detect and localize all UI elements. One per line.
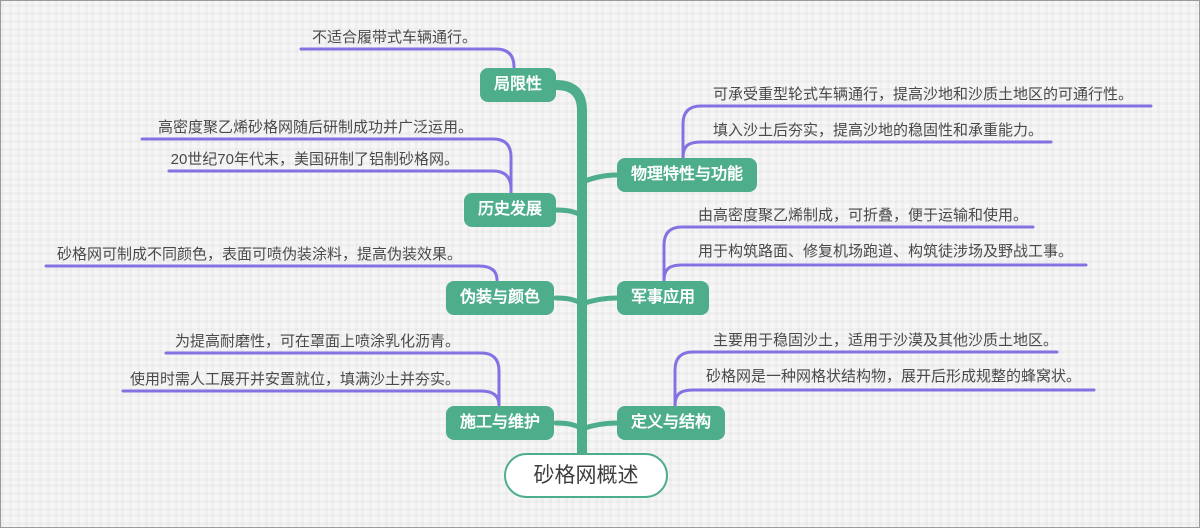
leaf-link-definition-2 [673, 388, 1096, 408]
branch-node-physical[interactable]: 物理特性与功能 [617, 158, 757, 192]
leaf-link-history-2 [167, 169, 513, 194]
leaf-history-1[interactable]: 高密度聚乙烯砂格网随后研制成功并广泛运用。 [157, 119, 473, 136]
branch-link-camouflage [553, 295, 585, 307]
branch-link-physical [579, 172, 620, 185]
branch-link-construction [553, 420, 585, 432]
leaf-construction-1[interactable]: 为提高耐磨性，可在罩面上喷涂乳化沥青。 [174, 333, 460, 350]
leaf-military-1[interactable]: 由高密度聚乙烯制成，可折叠，便于运输和使用。 [698, 207, 1029, 224]
leaf-definition-1[interactable]: 主要用于稳固沙土，适用于沙漠及其他沙质土地区。 [713, 332, 1059, 349]
branch-node-history[interactable]: 历史发展 [464, 193, 556, 227]
leaf-link-military-2 [662, 263, 1088, 283]
leaf-link-camouflage-1 [44, 264, 499, 282]
leaf-construction-2[interactable]: 使用时需人工展开并安置就位，填满沙土并夯实。 [129, 371, 460, 388]
branch-link-definition [579, 420, 620, 432]
leaf-physical-2[interactable]: 填入沙土后夯实，提高沙地的稳固性和承重能力。 [713, 122, 1044, 139]
root-node[interactable]: 砂格网概述 [504, 453, 668, 498]
branch-link-military [579, 295, 620, 307]
branch-node-construction[interactable]: 施工与维护 [446, 406, 554, 440]
leaf-limitation-1[interactable]: 不适合履带式车辆通行。 [311, 29, 477, 46]
leaf-history-2[interactable]: 20世纪70年代末，美国研制了铝制砂格网。 [170, 151, 459, 168]
branch-node-camouflage[interactable]: 伪装与颜色 [446, 281, 554, 315]
leaf-military-2[interactable]: 用于构筑路面、修复机场跑道、构筑徒涉场及野战工事。 [698, 243, 1074, 260]
leaf-link-limitation-1 [299, 47, 516, 69]
leaf-link-physical-2 [681, 140, 1053, 160]
branch-node-limitation[interactable]: 局限性 [480, 68, 556, 102]
branch-node-definition[interactable]: 定义与结构 [617, 406, 725, 440]
branch-node-military[interactable]: 军事应用 [617, 281, 709, 315]
trunk-line [551, 80, 587, 459]
branch-link-history [553, 207, 585, 219]
leaf-physical-1[interactable]: 可承受重型轮式车辆通行，提高沙地和沙质土地区的可通行性。 [713, 86, 1134, 103]
leaf-camouflage-1[interactable]: 砂格网可制成不同颜色，表面可喷伪装涂料，提高伪装效果。 [56, 246, 462, 263]
leaf-link-construction-2 [121, 389, 501, 407]
leaf-definition-2[interactable]: 砂格网是一种网格状结构物，展开后形成规整的蜂窝状。 [706, 368, 1082, 385]
